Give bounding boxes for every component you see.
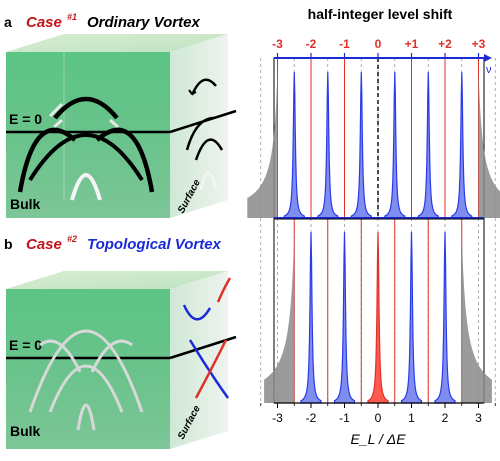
panel-a-letter: a: [4, 14, 12, 30]
bottom-tick-label: 1: [408, 411, 415, 425]
bulk-continuum-top-right: [478, 72, 500, 218]
top-tick-label: 0: [375, 37, 382, 51]
bulk-continuum-bottom-right: [461, 232, 492, 403]
panel-a-mid-band: [28, 133, 144, 182]
x-axis-label: E_L / ΔE: [350, 431, 406, 447]
panel-a-case-word: Case: [26, 14, 62, 31]
peak-top: [350, 71, 372, 219]
panel-a-lower-band-left: [17, 127, 77, 193]
panel-b-band-inner: [76, 403, 96, 431]
panel-a-bulk-label: Bulk: [10, 196, 41, 212]
peak-top: [283, 71, 305, 219]
bottom-tick-label: 0: [375, 411, 382, 425]
panel-b-e0-label: E = 0: [9, 337, 42, 353]
top-tick-label: +1: [405, 37, 419, 51]
panel-b-title: Topological Vortex: [87, 236, 222, 253]
peak-bottom: [400, 231, 423, 404]
panel-a-case-sup: #1: [67, 12, 77, 22]
top-tick-label: +3: [472, 37, 486, 51]
peak-top: [317, 71, 339, 219]
peak-top: [384, 71, 406, 219]
plot-title: half-integer level shift: [308, 6, 453, 22]
peak-bottom: [434, 231, 456, 404]
peak-bottom: [333, 231, 356, 404]
panel-a-surface-band-bottom: [185, 116, 215, 151]
panel-a-lower-band-right: [95, 127, 155, 193]
top-tick-label: -3: [272, 37, 283, 51]
bottom-tick-label: -3: [272, 411, 283, 425]
nu-label: ν: [486, 64, 492, 76]
panel-b-box-top: [6, 271, 228, 289]
panel-a-title: Ordinary Vortex: [87, 14, 200, 31]
bulk-continuum-bottom-left: [264, 232, 295, 403]
panel-a-upper-band: [53, 96, 119, 120]
panel-b-box-side: [170, 271, 228, 449]
bottom-tick-label: -2: [306, 411, 317, 425]
panel-b-bulk-label: Bulk: [10, 423, 41, 439]
panel-b-letter: b: [4, 236, 13, 252]
panel-b-surface-red-top: [216, 277, 232, 303]
panel-b-surface-red-cross: [194, 339, 228, 399]
top-nu-axis-arrow: [484, 54, 492, 62]
panel-b: b Case #2 Topological Vortex E = 0 Bulk …: [4, 234, 237, 449]
panel-b-case-word: Case: [26, 236, 62, 253]
panel-b-surface-blue-cross: [188, 339, 230, 399]
top-tick-label: +2: [438, 37, 452, 51]
panel-b-case-sup: #2: [67, 234, 77, 244]
panel-a-surface-band-top: [190, 78, 217, 96]
peak-bottom: [300, 231, 322, 404]
peak-top: [451, 71, 473, 219]
bulk-continuum-top-left: [247, 72, 278, 218]
panel-a-e0-label: E = 0: [9, 111, 42, 127]
panel-a-inner-white-band: [70, 173, 102, 201]
panel-a: a Case #1 Ordinary Vortex E = 0 Bulk Sur…: [4, 12, 237, 218]
panel-a-box-top: [6, 34, 228, 52]
bottom-tick-label: 2: [442, 411, 449, 425]
panel-b-surface-blue-top: [182, 304, 212, 321]
top-tick-label: -2: [306, 37, 317, 51]
level-shift-plot: half-integer level shift ν -3 -2 -1 0 +1 +2 +3…: [247, 6, 500, 447]
panel-b-band-outer: [28, 329, 144, 413]
peak-top: [417, 71, 439, 219]
bottom-tick-label: -1: [339, 411, 350, 425]
peak-bottom-zero-mode: [367, 231, 389, 404]
top-tick-label: -1: [339, 37, 350, 51]
bottom-tick-label: 3: [475, 411, 482, 425]
